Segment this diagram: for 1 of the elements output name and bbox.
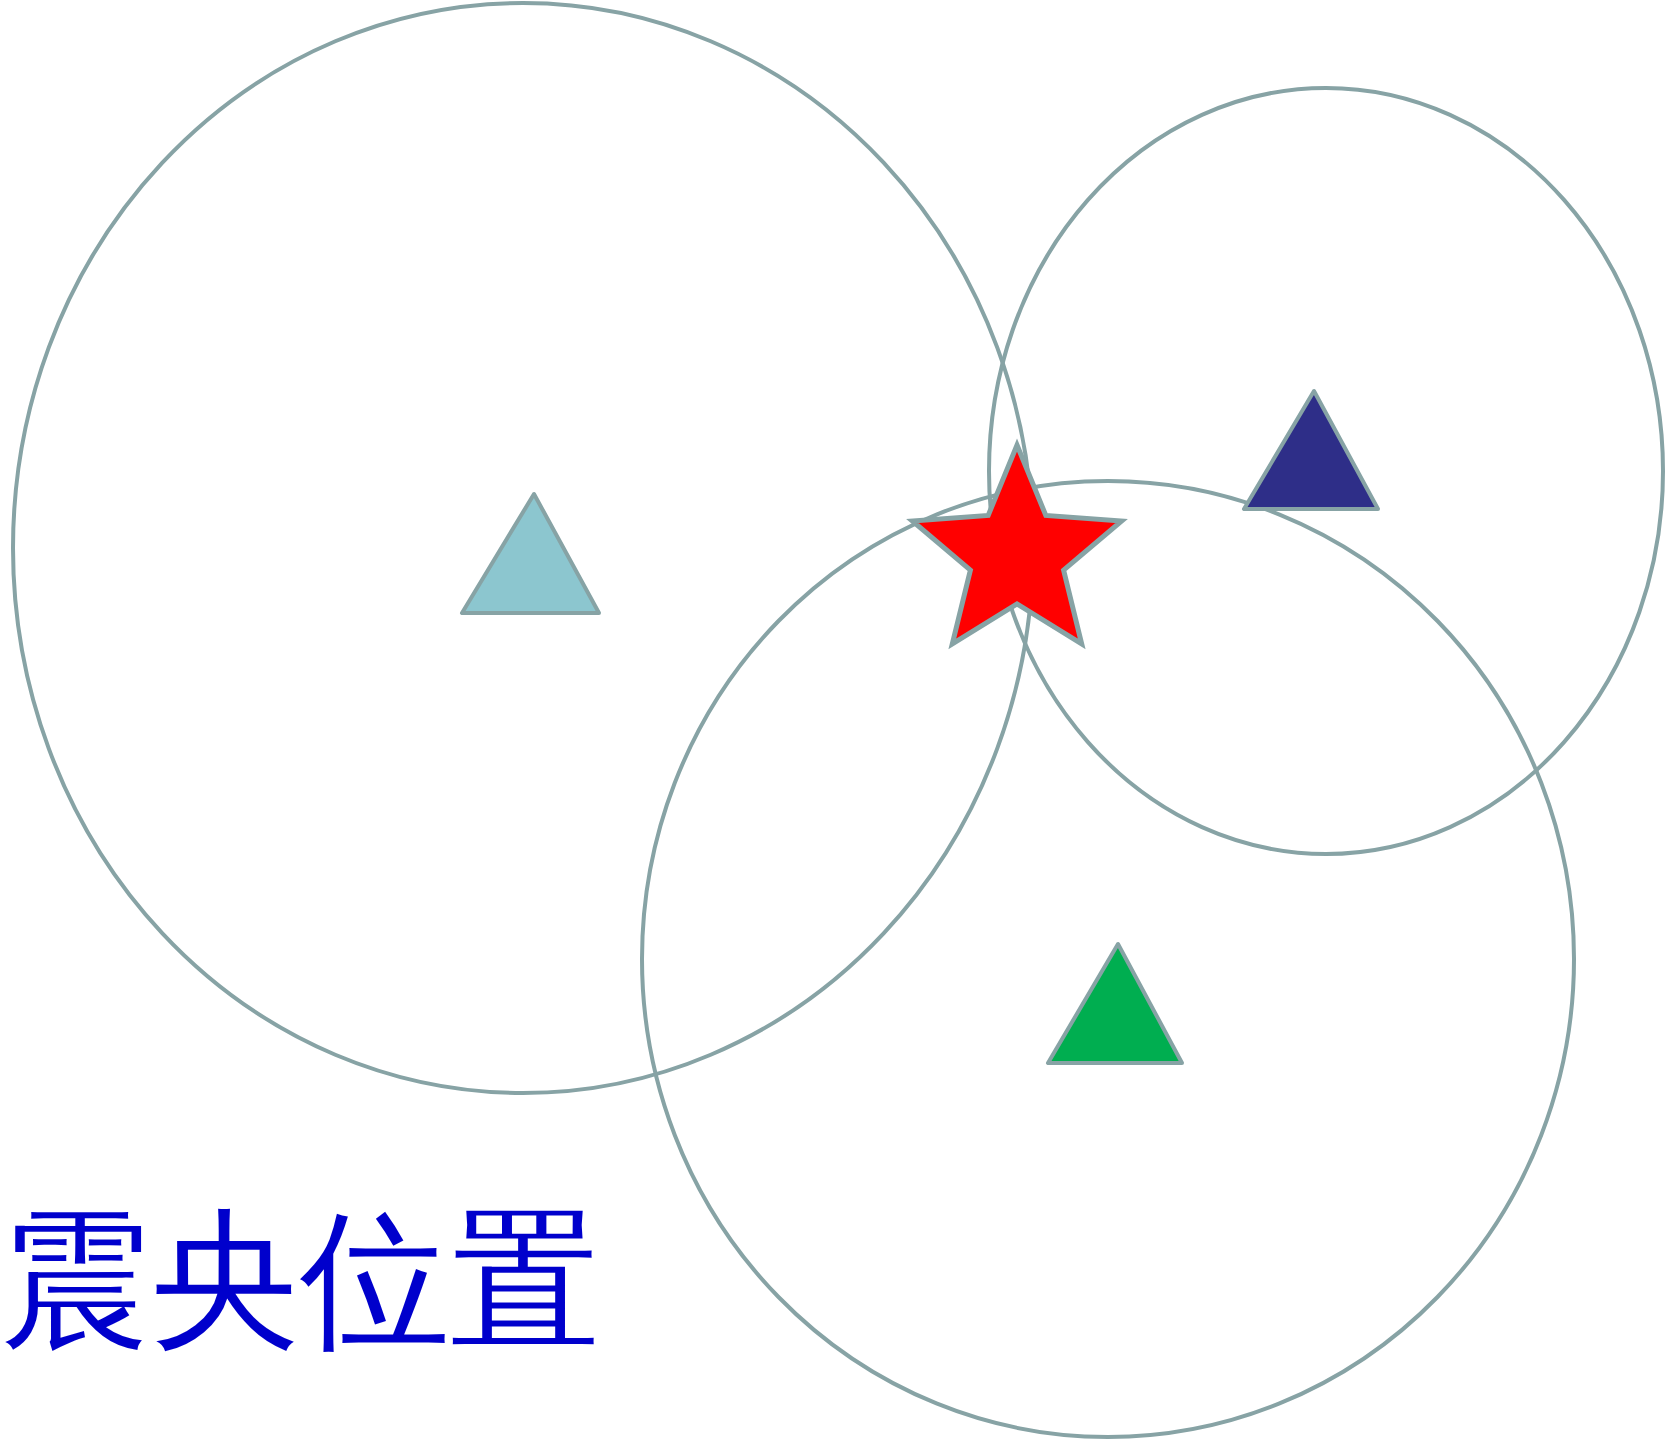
heading-text: 震央位置 <box>0 1192 600 1369</box>
